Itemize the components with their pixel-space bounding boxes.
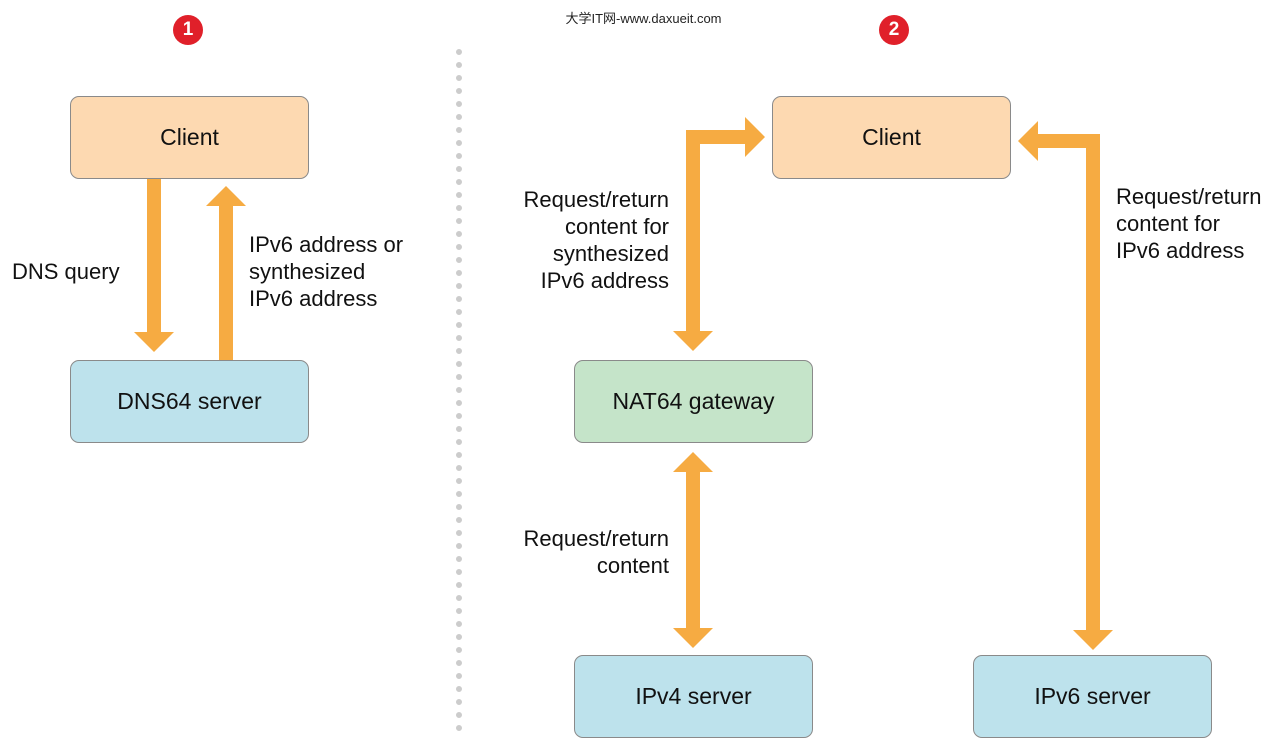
dns-query-arrow: [134, 178, 174, 352]
step-2-badge: 2: [879, 15, 909, 45]
client-node-right: Client: [772, 96, 1011, 179]
step-1-badge: 1: [173, 15, 203, 45]
ipv4-server-node: IPv4 server: [574, 655, 813, 738]
client-node-left: Client: [70, 96, 309, 179]
client-ipv6-arrow: [1018, 121, 1113, 650]
client-nat64-arrow: [673, 117, 765, 351]
request-synthesized-label: Request/return content for synthesized I…: [523, 187, 669, 293]
ipv6-server-node: IPv6 server: [973, 655, 1212, 738]
request-ipv6-label: Request/return content for IPv6 address: [1116, 184, 1262, 263]
dns-query-label: DNS query: [12, 259, 120, 284]
ipv6-address-label: IPv6 address or synthesized IPv6 address: [249, 232, 404, 311]
watermark-text: 大学IT网-www.daxueit.com: [565, 11, 722, 26]
request-content-label: Request/return content: [523, 526, 669, 578]
ipv6-response-arrow: [206, 186, 246, 360]
nat64-ipv4-arrow: [673, 452, 713, 648]
dns64-server-node: DNS64 server: [70, 360, 309, 443]
nat64-gateway-node: NAT64 gateway: [574, 360, 813, 443]
